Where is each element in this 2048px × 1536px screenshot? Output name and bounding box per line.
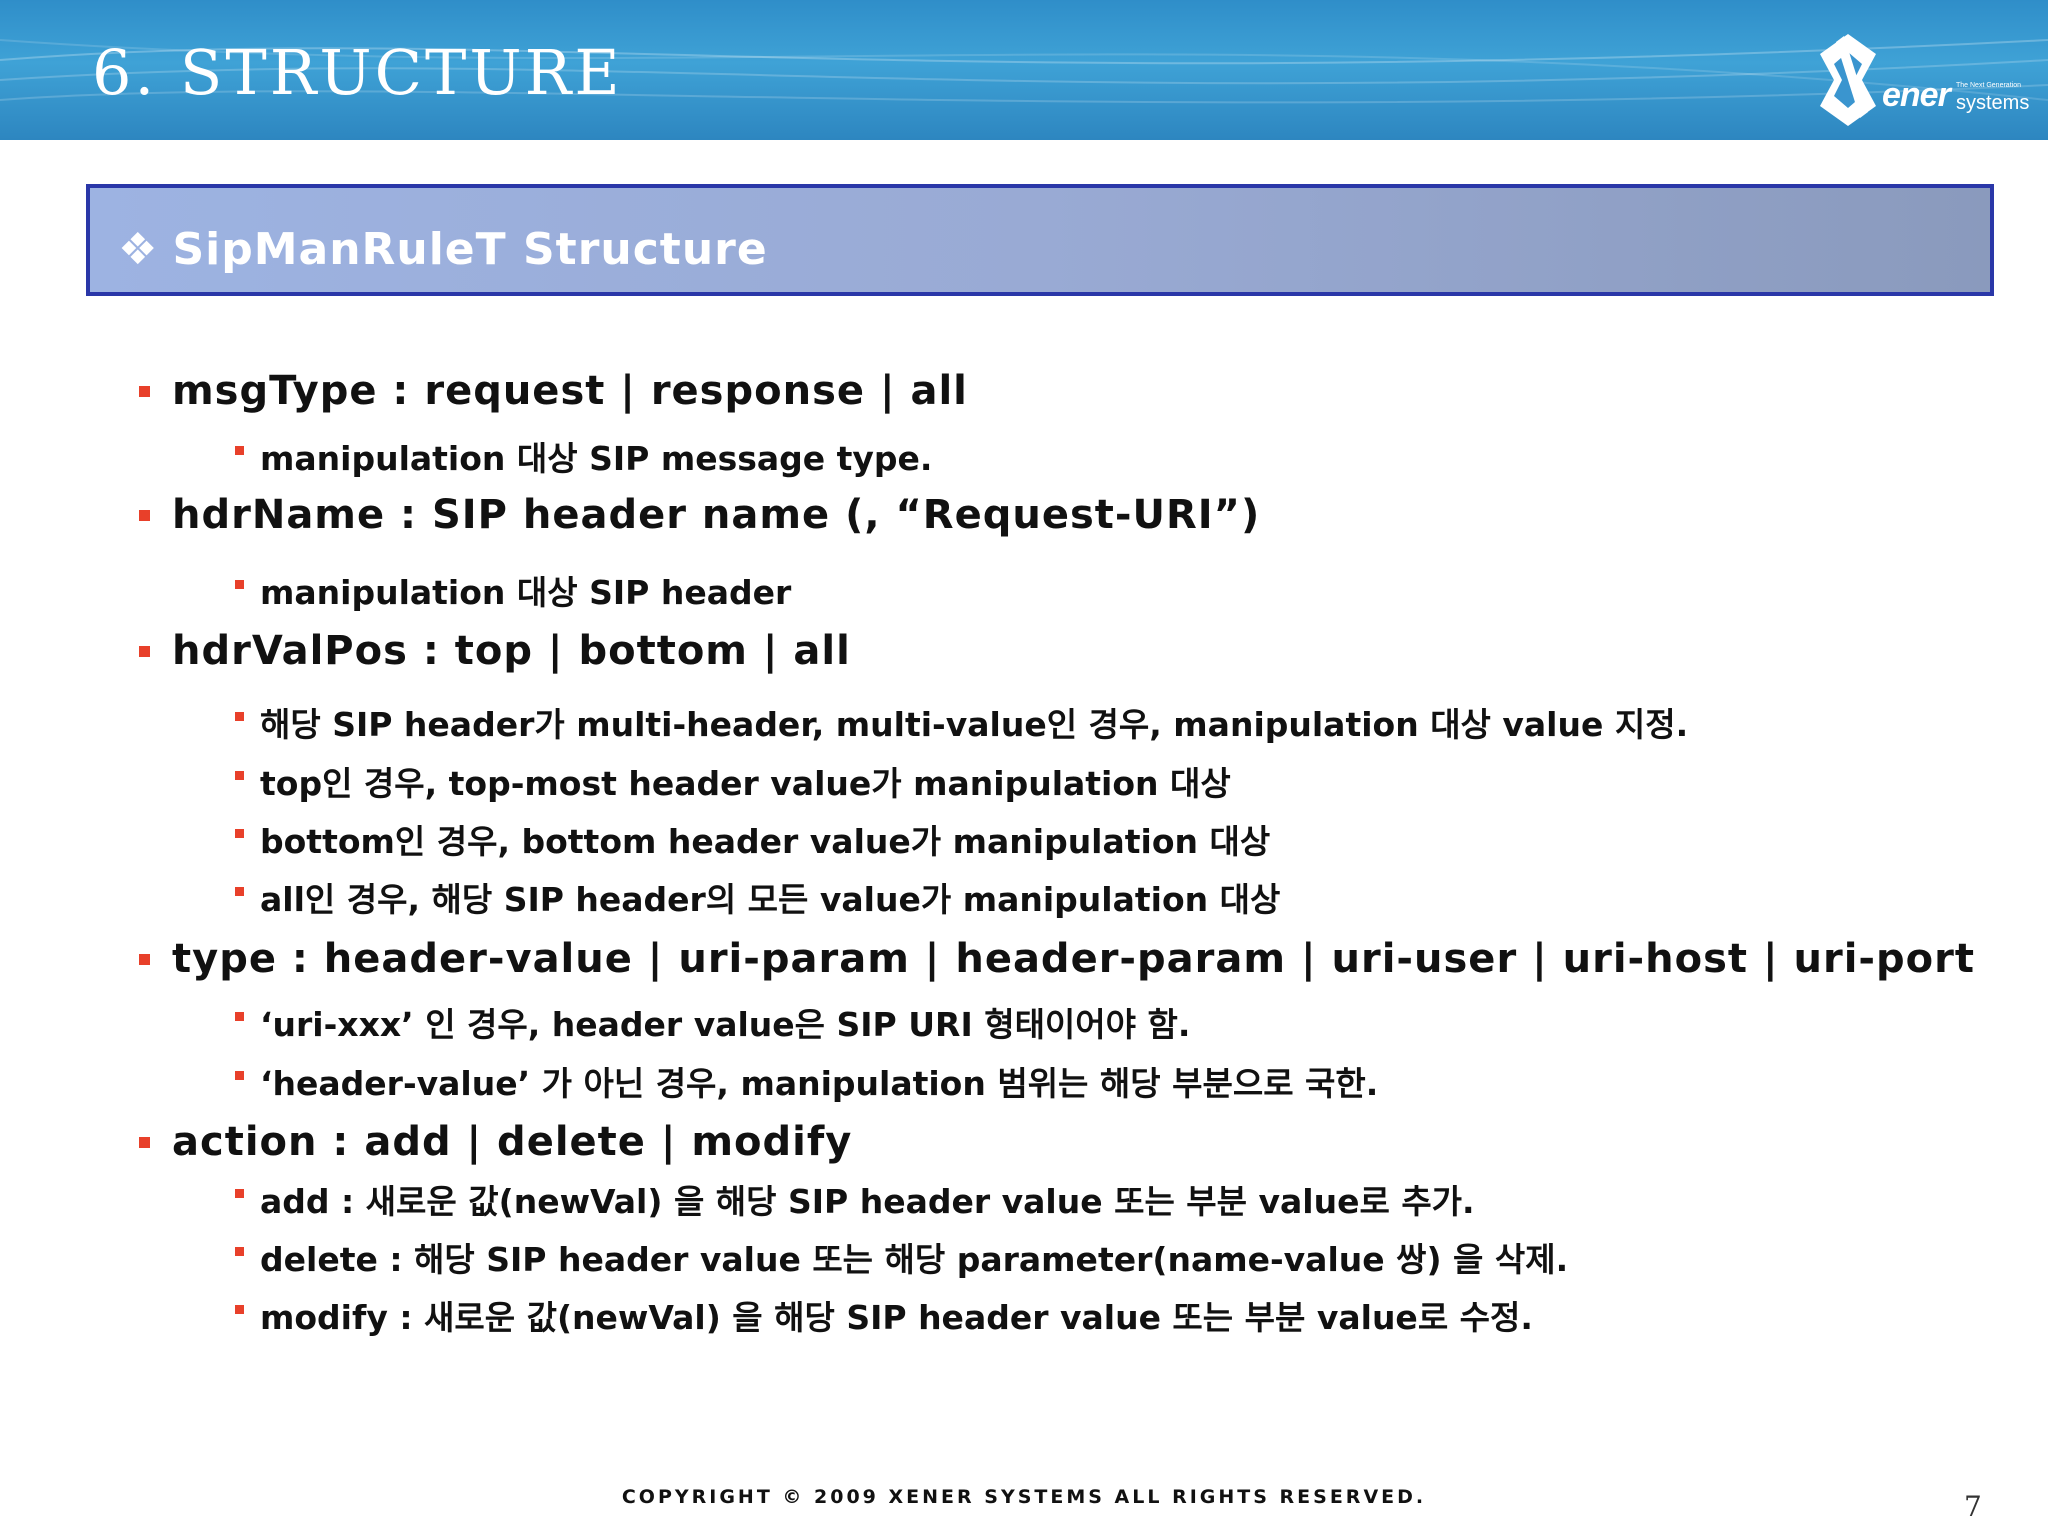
square-bullet-icon xyxy=(235,1012,244,1021)
sub-list-item: ‘uri-xxx’ 인 경우, header value은 SIP URI 형태… xyxy=(260,1005,1191,1044)
list-item: msgType : request | response | all xyxy=(172,368,968,414)
square-bullet-icon xyxy=(139,510,150,521)
sub-list-item: ‘header-value’ 가 아닌 경우, manipulation 범위는… xyxy=(260,1064,1379,1103)
logo-wordmark: ener xyxy=(1882,76,1951,114)
sub-list-item: add : 새로운 값(newVal) 을 해당 SIP header valu… xyxy=(260,1182,1475,1221)
square-bullet-icon xyxy=(235,446,244,455)
slide-header: 6. STRUCTURE ener The Next Generation sy… xyxy=(0,0,2048,140)
sub-list-item: 해당 SIP header가 multi-header, multi-value… xyxy=(260,705,1689,744)
list-item: type : header-value | uri-param | header… xyxy=(172,936,1975,982)
list-item: hdrName : SIP header name (, “Request-UR… xyxy=(172,492,1261,538)
page-number: 7 xyxy=(1964,1490,1982,1523)
section-heading: ❖ SipManRuleT Structure xyxy=(118,224,768,275)
list-item: hdrValPos : top | bottom | all xyxy=(172,628,851,674)
square-bullet-icon xyxy=(139,386,150,397)
header-wave-lines xyxy=(0,39,2048,104)
sub-list-item: top인 경우, top-most header value가 manipula… xyxy=(260,764,1231,803)
section-heading-box: ❖ SipManRuleT Structure xyxy=(86,184,1994,296)
square-bullet-icon xyxy=(235,580,244,589)
square-bullet-icon xyxy=(235,829,244,838)
square-bullet-icon xyxy=(235,771,244,780)
xener-x-logo-icon xyxy=(1820,34,1876,126)
slide-title: 6. STRUCTURE xyxy=(92,36,623,109)
list-item: action : add | delete | modify xyxy=(172,1119,853,1165)
logo-subtext: systems xyxy=(1956,92,2030,114)
sub-list-item: manipulation 대상 SIP message type. xyxy=(260,439,933,478)
sub-list-item: modify : 새로운 값(newVal) 을 해당 SIP header v… xyxy=(260,1298,1533,1337)
square-bullet-icon xyxy=(139,646,150,657)
sub-list-item: all인 경우, 해당 SIP header의 모든 value가 manipu… xyxy=(260,880,1281,919)
sub-list-item: bottom인 경우, bottom header value가 manipul… xyxy=(260,822,1271,861)
square-bullet-icon xyxy=(235,1071,244,1080)
square-bullet-icon xyxy=(235,1247,244,1256)
square-bullet-icon xyxy=(139,954,150,965)
square-bullet-icon xyxy=(235,1189,244,1198)
company-logo: ener The Next Generation systems xyxy=(1806,34,2036,126)
sub-list-item: manipulation 대상 SIP header xyxy=(260,573,792,612)
square-bullet-icon xyxy=(139,1137,150,1148)
section-heading-text: SipManRuleT Structure xyxy=(172,224,768,275)
logo-tagline: The Next Generation xyxy=(1956,82,2021,89)
copyright-footer: COPYRIGHT © 2009 XENER SYSTEMS ALL RIGHT… xyxy=(621,1486,1427,1508)
square-bullet-icon xyxy=(235,712,244,721)
sub-list-item: delete : 해당 SIP header value 또는 해당 param… xyxy=(260,1240,1569,1279)
square-bullet-icon xyxy=(235,1305,244,1314)
diamond-bullet-icon: ❖ xyxy=(118,224,159,275)
square-bullet-icon xyxy=(235,887,244,896)
